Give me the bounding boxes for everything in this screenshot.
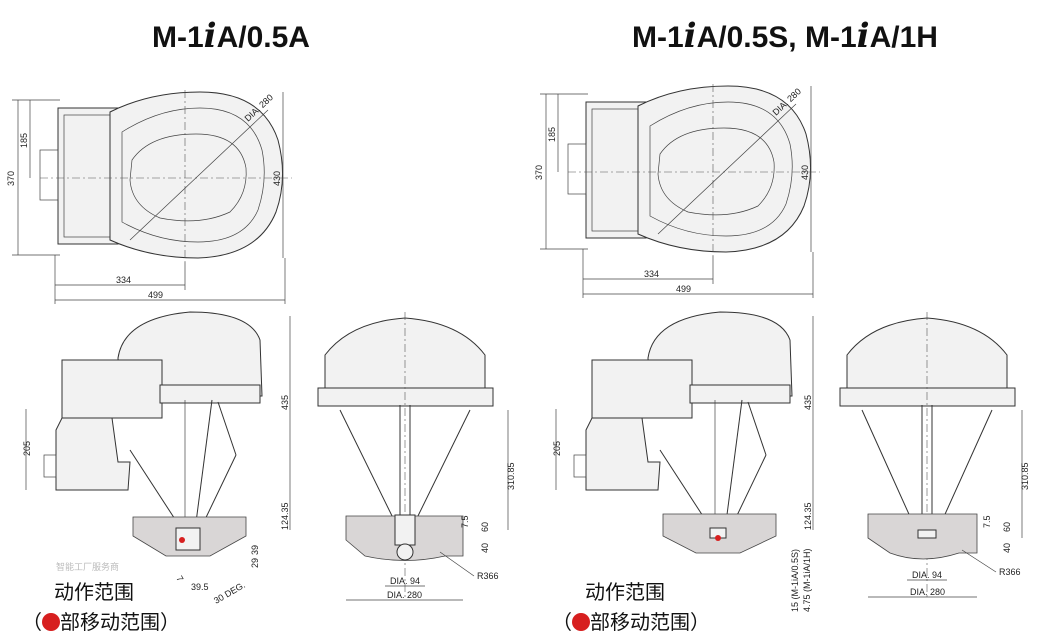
svg-text:499: 499	[148, 290, 163, 300]
right-title: M-1iA/0.5S, M-1iA/1H	[632, 16, 938, 56]
svg-text:310.85: 310.85	[1020, 462, 1030, 490]
red-dot-icon	[572, 613, 590, 631]
svg-text:15 (M-1iA/0.5S): 15 (M-1iA/0.5S)	[790, 549, 800, 612]
svg-text:124.35: 124.35	[280, 502, 290, 530]
svg-text:7.5: 7.5	[982, 515, 992, 528]
svg-text:430: 430	[800, 165, 810, 180]
svg-text:430: 430	[272, 171, 282, 186]
svg-text:499: 499	[676, 284, 691, 294]
left-legend-tcp: （部移动范围）	[22, 612, 180, 634]
red-dot-icon	[42, 613, 60, 631]
tcp-marker	[179, 537, 185, 543]
svg-text:DIA. 280: DIA. 280	[387, 590, 422, 600]
svg-text:334: 334	[644, 269, 659, 279]
svg-text:205: 205	[552, 441, 562, 456]
right-legend-tcp: （部移动范围）	[552, 612, 710, 634]
svg-text:30 DEG.: 30 DEG.	[212, 580, 247, 606]
svg-text:DIA. 94: DIA. 94	[912, 570, 942, 580]
svg-text:124.35: 124.35	[803, 502, 813, 530]
svg-text:4.75 (M-1iA/1H): 4.75 (M-1iA/1H)	[802, 548, 812, 612]
svg-text:7.5: 7.5	[460, 515, 470, 528]
svg-text:185: 185	[547, 127, 557, 142]
left-legend-range: 动作范围	[54, 582, 134, 604]
left-front-view: 310.85 7.5 60 40 R366 DIA. 94 DIA. 280	[317, 312, 516, 601]
svg-text:60: 60	[480, 522, 490, 532]
right-front-view: 310.85 7.5 60 40 R366 DIA. 94 DIA. 280	[839, 312, 1030, 600]
svg-text:DIA. 94: DIA. 94	[390, 576, 420, 586]
right-top-view: DIA. 280 185 370 430 334 499	[534, 84, 820, 298]
svg-text:185: 185	[19, 133, 29, 148]
svg-text:370: 370	[534, 165, 544, 180]
svg-text:39: 39	[250, 545, 260, 555]
svg-text:R366: R366	[477, 571, 499, 581]
watermark: 智能工厂服务商	[56, 562, 120, 572]
tcp-marker	[715, 535, 721, 541]
svg-text:40: 40	[480, 543, 490, 553]
right-legend-range: 动作范围	[585, 582, 665, 604]
svg-text:39.5: 39.5	[191, 582, 209, 592]
svg-text:370: 370	[6, 171, 16, 186]
left-top-view: DIA. 280 185 370 430 334 499	[6, 90, 292, 304]
left-side-view: 205 435 124.35 39 29 7 39.5 30 DEG.	[22, 311, 291, 606]
svg-text:435: 435	[280, 395, 290, 410]
svg-text:DIA. 280: DIA. 280	[910, 587, 945, 597]
svg-text:334: 334	[116, 275, 131, 285]
svg-text:40: 40	[1002, 543, 1012, 553]
svg-text:310.85: 310.85	[506, 462, 516, 490]
svg-text:435: 435	[803, 395, 813, 410]
svg-text:7: 7	[174, 574, 185, 583]
left-title: M-1iA/0.5A	[152, 16, 310, 56]
svg-text:29: 29	[250, 558, 260, 568]
right-side-view: 205 435 124.35 15 (M-1iA/0.5S) 4.75 (M-1…	[552, 311, 814, 612]
svg-text:60: 60	[1002, 522, 1012, 532]
svg-text:R366: R366	[999, 567, 1021, 577]
svg-text:205: 205	[22, 441, 32, 456]
